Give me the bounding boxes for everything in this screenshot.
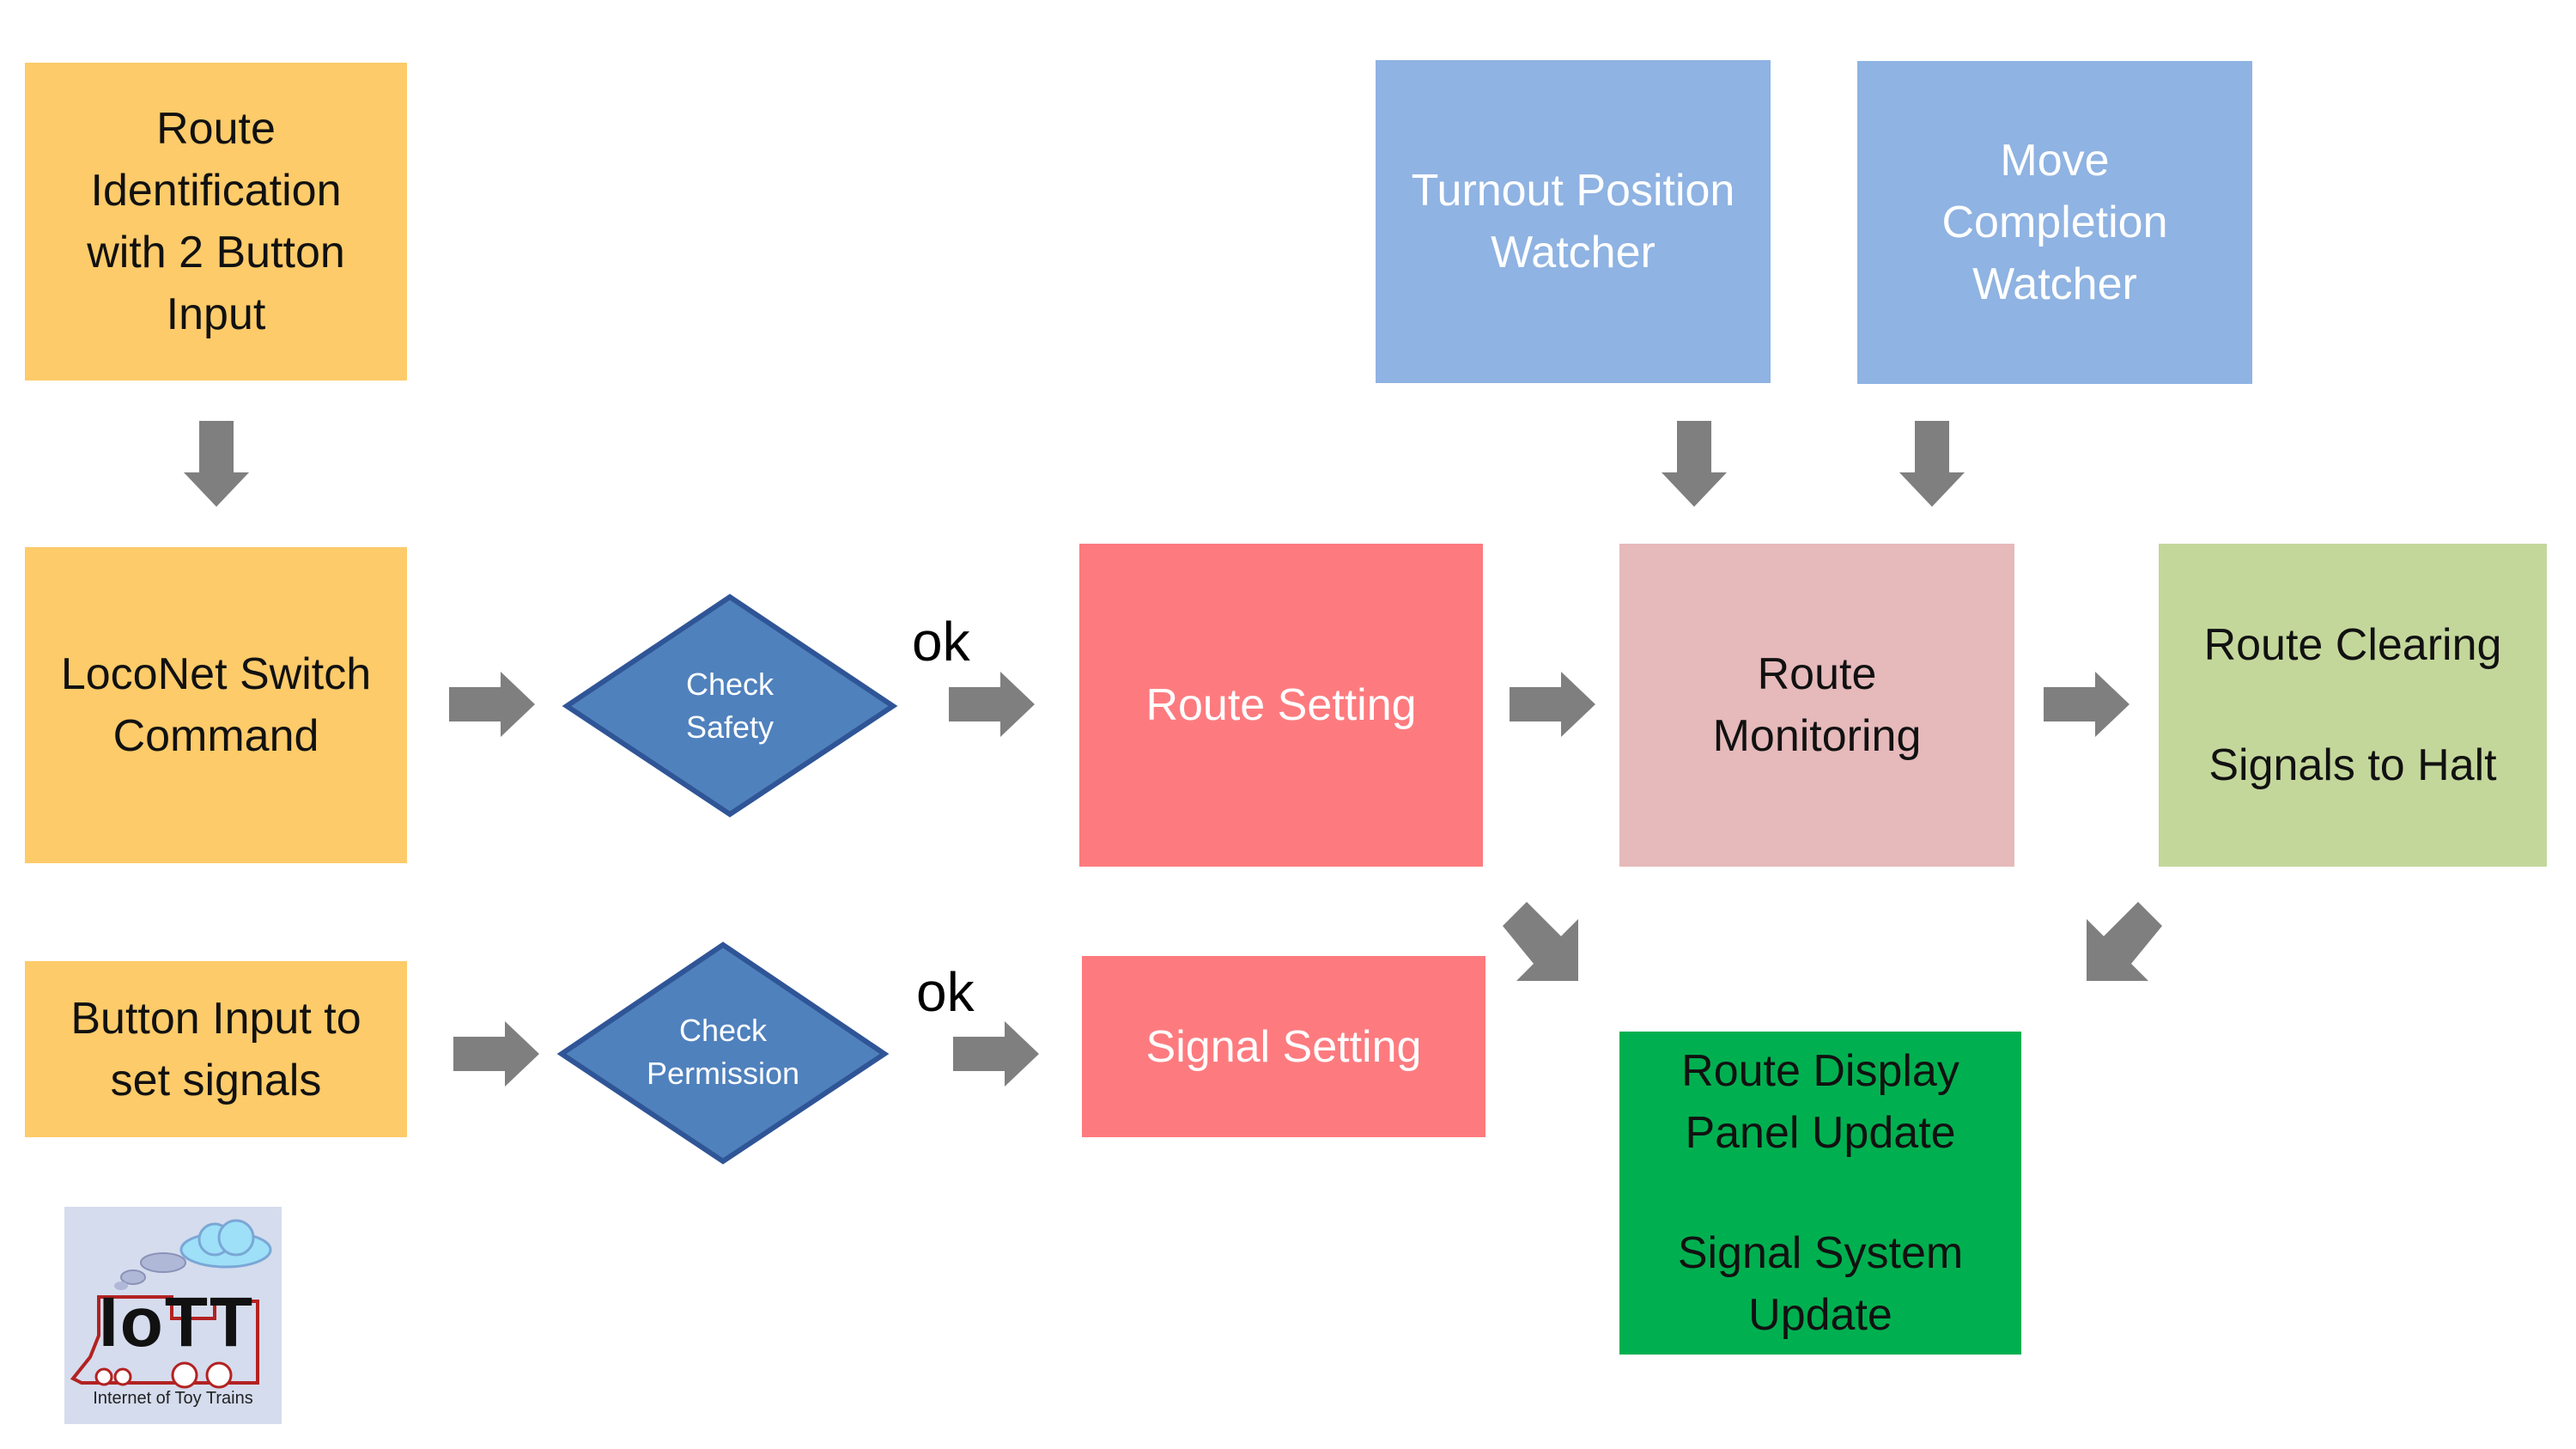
arrow-check-safety-to-route-setting <box>949 672 1035 737</box>
display-update-box: Route Display Panel Update Signal System… <box>1619 1032 2021 1355</box>
arrow-route-setting-to-monitoring <box>1510 672 1595 737</box>
arrow-clearing-to-display <box>2087 902 2162 981</box>
train-cloud-icon <box>70 1219 272 1389</box>
arrow-monitoring-to-clearing <box>2044 672 2129 737</box>
arrow-loconet-to-check-safety <box>449 672 535 737</box>
route-identification-box: Route Identification with 2 Button Input <box>25 63 407 381</box>
arrow-check-permission-to-signal-setting <box>953 1021 1039 1087</box>
route-setting-label: Route Setting <box>1145 680 1417 730</box>
arrow-move-watcher-to-monitoring <box>1899 421 1965 507</box>
signal-setting-label: Signal Setting <box>1145 1021 1422 1072</box>
move-watcher-line-1: Move <box>2000 136 2110 186</box>
button-signals-line-2: set signals <box>110 1055 322 1105</box>
move-completion-watcher-box: Move Completion Watcher <box>1857 61 2252 384</box>
check-permission-diamond <box>556 941 890 1165</box>
route-identification-line-4: Input <box>166 289 266 339</box>
button-signals-line-1: Button Input to <box>70 993 361 1044</box>
check-permission-line-2: Permission <box>646 1056 800 1091</box>
display-update-line-4: Update <box>1748 1290 1893 1340</box>
route-identification-line-3: with 2 Button <box>87 228 345 277</box>
route-clearing-box: Route Clearing Signals to Halt <box>2159 544 2547 867</box>
route-clearing-line-1: Route Clearing <box>2203 620 2502 670</box>
display-update-line-2: Panel Update <box>1685 1108 1956 1158</box>
check-safety-label: Check Safety <box>627 661 833 751</box>
turnout-watcher-line-1: Turnout Position <box>1411 166 1735 216</box>
iott-logo: IoTT Internet of Toy Trains <box>64 1207 282 1424</box>
button-input-signals-box: Button Input to set signals <box>25 961 407 1137</box>
loconet-switch-command-box: LocoNet Switch Command <box>25 547 407 863</box>
move-watcher-line-3: Watcher <box>1972 259 2137 309</box>
loconet-line-2: Command <box>112 711 319 761</box>
check-safety-diamond <box>562 594 898 818</box>
check-safety-line-2: Safety <box>685 709 775 745</box>
check-permission-label: Check Permission <box>611 1008 835 1097</box>
turnout-position-watcher-box: Turnout Position Watcher <box>1376 60 1771 383</box>
arrow-route-setting-to-display <box>1503 902 1578 981</box>
display-update-line-1: Route Display <box>1681 1046 1959 1096</box>
turnout-watcher-line-2: Watcher <box>1491 228 1656 277</box>
logo-word: IoTT <box>99 1283 255 1361</box>
loconet-line-1: LocoNet Switch <box>60 649 372 699</box>
logo-caption: Internet of Toy Trains <box>93 1389 253 1408</box>
route-monitoring-box: Route Monitoring <box>1619 544 2014 867</box>
ok-label-bottom: ok <box>916 961 975 1023</box>
route-monitoring-line-2: Monitoring <box>1712 711 1922 761</box>
route-setting-box: Route Setting <box>1079 544 1483 867</box>
route-identification-line-1: Route <box>156 104 276 154</box>
route-identification-line-2: Identification <box>90 166 342 216</box>
check-permission-line-1: Check <box>678 1013 768 1048</box>
route-clearing-line-2: Signals to Halt <box>2208 740 2497 790</box>
signal-setting-box: Signal Setting <box>1082 956 1485 1137</box>
display-update-line-3: Signal System <box>1677 1228 1964 1278</box>
arrow-turnout-watcher-to-monitoring <box>1662 421 1727 507</box>
check-safety-line-1: Check <box>685 667 775 702</box>
ok-label-top: ok <box>912 611 970 673</box>
move-watcher-line-2: Completion <box>1941 198 2168 247</box>
arrow-button-signals-to-check-permission <box>453 1021 539 1087</box>
route-monitoring-line-1: Route <box>1757 649 1877 699</box>
arrow-route-id-to-loconet <box>184 421 249 507</box>
